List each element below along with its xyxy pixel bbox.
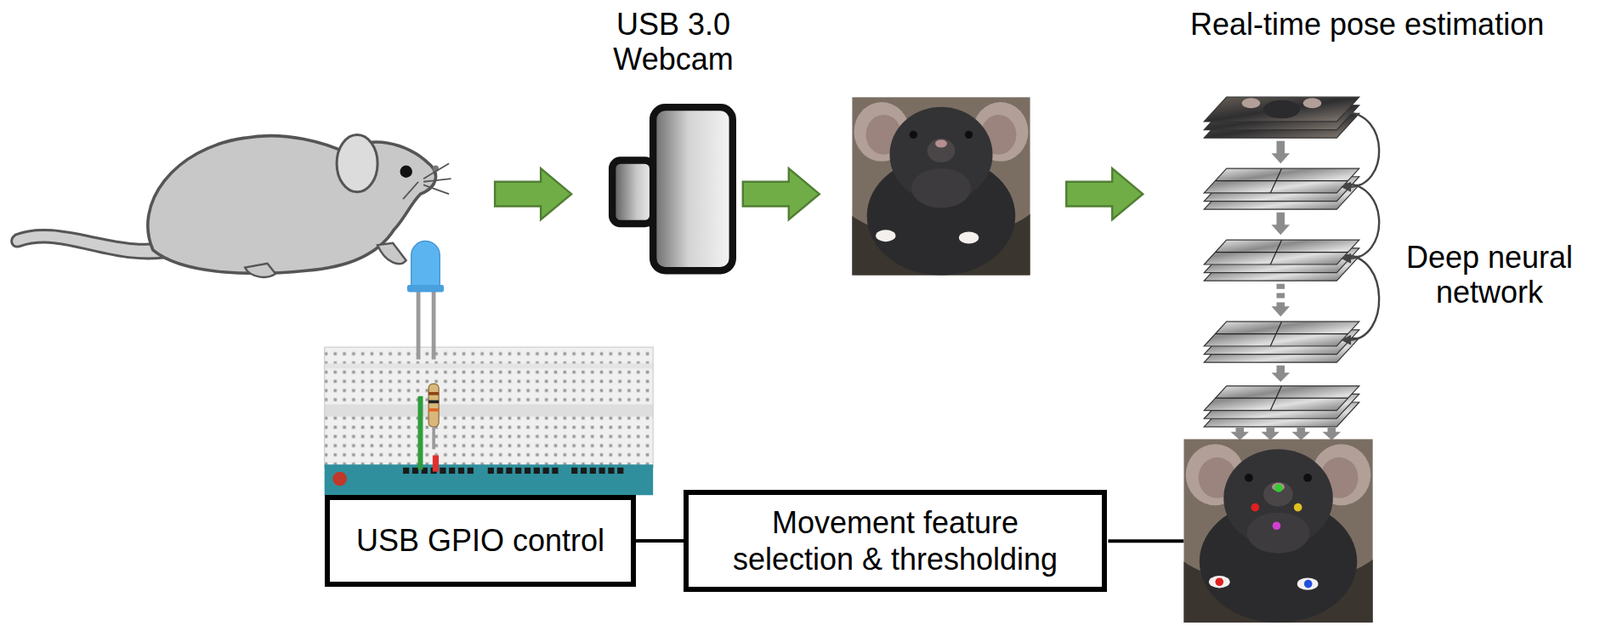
network-layers-part-part (1271, 212, 1291, 235)
arduino-board-part-part (412, 467, 419, 474)
breadboard-part (324, 363, 653, 369)
arduino-board-part-part (551, 467, 558, 474)
leader-line (1107, 539, 1184, 543)
arduino-board-part-part (543, 467, 550, 474)
arduino-board-part-part (580, 467, 587, 474)
pose-photo-part (1293, 503, 1303, 512)
network-layers-part-part (1271, 301, 1291, 317)
connector-line (635, 539, 684, 543)
device-label: USB 3.0 Webcam (579, 6, 767, 78)
mouse-photo-part (851, 96, 1031, 276)
led-circuit-part (431, 426, 436, 449)
box-text: USB GPIO control (340, 521, 621, 559)
process-box: Movement feature selection & thresholdin… (683, 489, 1107, 592)
led-circuit-part (428, 391, 439, 396)
pose-photo-part (1272, 521, 1282, 530)
stage-title: Real-time pose estimation (1190, 6, 1544, 42)
flow-arrow-part (743, 168, 820, 220)
breadboard (324, 346, 653, 468)
mouse-illustration-part (336, 135, 378, 193)
led-circuit-part (432, 454, 439, 471)
flow-arrow-part (494, 168, 572, 220)
flow-arrow (494, 168, 1143, 220)
arduino-board-part-part (524, 467, 531, 474)
webcam-icon-part (612, 160, 653, 224)
network-layers-part (1231, 141, 1342, 441)
breadboard-part (324, 403, 653, 416)
process-box: USB GPIO control (324, 494, 636, 587)
arduino-board-part-part (439, 467, 446, 474)
pose-photo-part (1183, 438, 1374, 623)
network-layers-part (1203, 168, 1359, 210)
network-layers-part (1203, 321, 1359, 363)
led-circuit (407, 240, 444, 471)
network-layers-part-part (1344, 112, 1379, 188)
arduino-board-part (332, 471, 347, 487)
arduino-board (324, 464, 653, 495)
network-layers-part (1203, 239, 1359, 281)
led-circuit-part (416, 288, 421, 360)
arduino-board-part-part (590, 467, 596, 474)
arduino-board-part-part (515, 467, 522, 474)
network-layers-part-part (1292, 427, 1311, 440)
pose-photo-part (1251, 503, 1260, 512)
arduino-board-part-part (571, 467, 578, 474)
network-layers (1203, 96, 1379, 440)
arduino-board-part-part (467, 467, 474, 474)
mouse-photo (851, 96, 1031, 276)
network-layers-part-part (1340, 253, 1351, 264)
arduino-board-part-part (497, 467, 504, 474)
network-layers-part-part (1322, 427, 1342, 440)
mouse-illustration-part (400, 165, 413, 178)
network-layers-part-part (1231, 427, 1250, 440)
network-layers-part-part (1344, 255, 1379, 341)
arduino-board-part-part (533, 467, 540, 474)
led-circuit-part (428, 383, 439, 426)
led-circuit-part (431, 288, 437, 360)
pose-photo (1183, 438, 1374, 623)
network-layers-part-part (1271, 141, 1291, 164)
pose-photo-part (1215, 577, 1225, 586)
flow-arrow-part (1066, 168, 1143, 220)
network-layers-part-part (1261, 427, 1281, 440)
pose-photo-part (1274, 483, 1283, 493)
network-layers-part-part (1271, 365, 1291, 382)
arduino-board-part-part (599, 467, 606, 474)
arduino-board-part-part (505, 467, 512, 474)
mouse-illustration-part (377, 243, 407, 264)
mouse-illustration (11, 135, 452, 278)
pose-photo-part (1304, 579, 1313, 589)
led-circuit-part (407, 284, 444, 292)
network-layers-part (1340, 181, 1351, 346)
arduino-board-part-part (607, 467, 614, 474)
webcam-icon (612, 107, 733, 271)
led-circuit-part (428, 408, 439, 412)
led-circuit-part (428, 400, 439, 404)
arduino-board-part-part (487, 467, 494, 474)
arduino-board-part-part (448, 467, 455, 474)
network-layers-part-part (1340, 181, 1351, 193)
mouse-illustration-part (147, 136, 437, 274)
network-label: Deep neural network (1390, 239, 1589, 311)
mouse-illustration-part (244, 263, 276, 278)
arduino-board-part-part (617, 467, 624, 474)
network-layers-part-part (1276, 283, 1286, 290)
arduino-board-part-part (402, 467, 409, 474)
network-layers-part (1203, 385, 1359, 427)
arduino-board-part-part (458, 467, 465, 474)
webcam-icon-part (652, 107, 733, 271)
breadboard-part (324, 346, 653, 468)
arduino-board-part (324, 464, 653, 495)
led-circuit-part (418, 396, 424, 470)
network-layers-part (1203, 96, 1359, 138)
led-circuit-part (411, 240, 441, 289)
network-layers-part-part (1276, 293, 1286, 299)
network-layers-part-part (1344, 183, 1379, 259)
box-text: Movement feature selection & thresholdin… (725, 504, 1066, 578)
network-layers-part (1344, 112, 1379, 341)
mouse-illustration-part (402, 163, 451, 199)
network-layers-part-part (1340, 334, 1351, 346)
breadboard-part (324, 346, 653, 468)
